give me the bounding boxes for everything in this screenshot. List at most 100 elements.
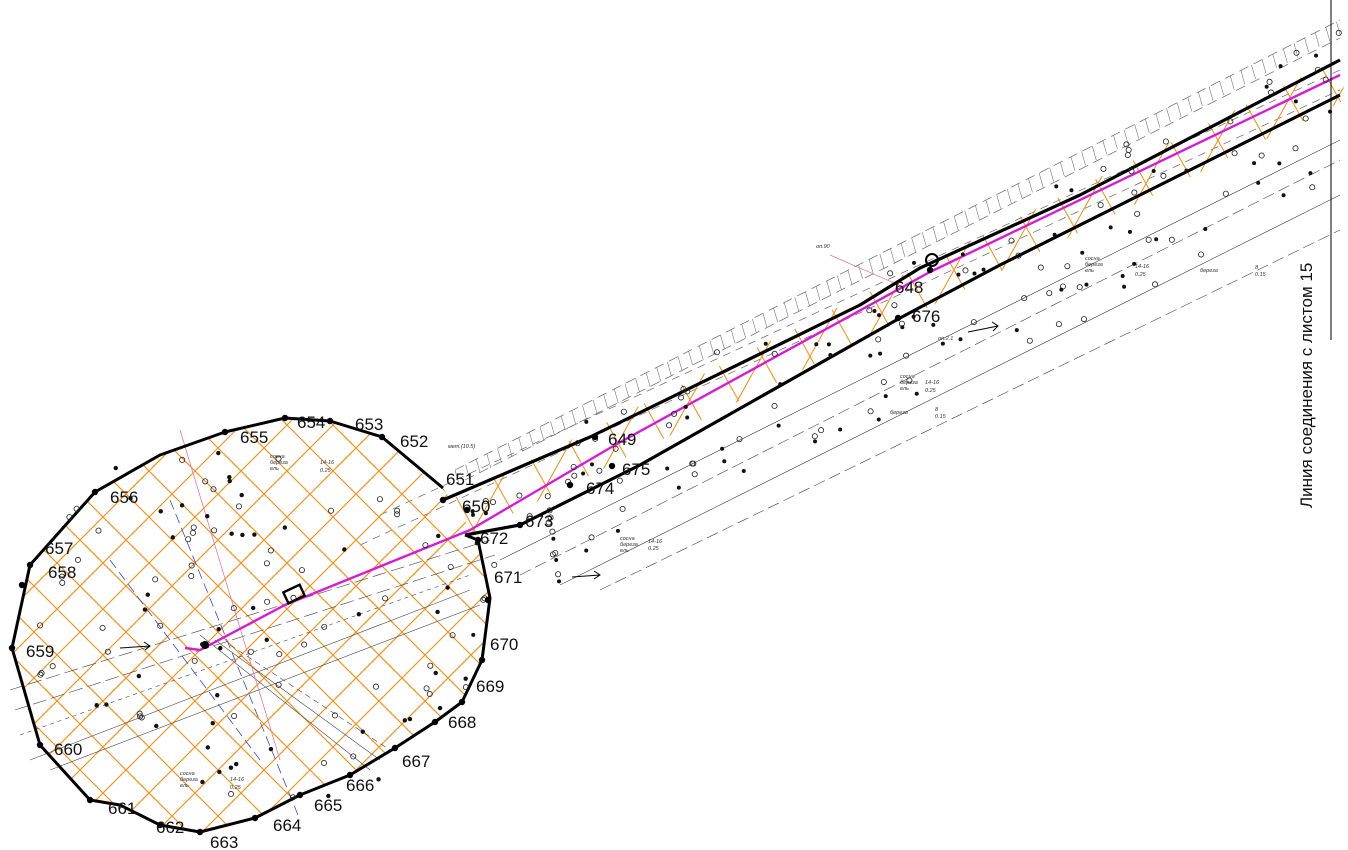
point-label-669: 669 bbox=[476, 677, 504, 696]
grid-line bbox=[506, 0, 1348, 850]
tree-symbol bbox=[1231, 150, 1238, 157]
tree-symbol bbox=[981, 267, 986, 272]
grid-line bbox=[1331, 58, 1345, 535]
point-label-652: 652 bbox=[400, 432, 428, 451]
slope-tick bbox=[507, 442, 513, 458]
tree-symbol bbox=[867, 408, 874, 415]
tree-symbol bbox=[878, 351, 883, 356]
vertex-dot bbox=[36, 741, 44, 749]
tree-symbol bbox=[1132, 261, 1137, 266]
slope-tick bbox=[826, 280, 831, 296]
grid-line bbox=[736, 0, 1348, 850]
tree-symbol bbox=[720, 446, 725, 451]
grid-line bbox=[413, 418, 490, 832]
svg-text:сосна: сосна bbox=[620, 536, 635, 542]
tree-symbol bbox=[1278, 64, 1283, 69]
grid-line bbox=[12, 418, 23, 832]
grid-line bbox=[413, 418, 490, 832]
tree-symbol bbox=[427, 662, 434, 669]
grid-line bbox=[644, 0, 1348, 850]
tree-symbol bbox=[1021, 295, 1028, 302]
tree-symbol bbox=[1122, 284, 1127, 289]
tree-symbol bbox=[931, 322, 936, 327]
tree-symbol bbox=[883, 394, 888, 399]
grid-line bbox=[12, 418, 391, 832]
tree-symbol bbox=[145, 592, 150, 597]
tree-symbol bbox=[972, 271, 977, 276]
tree-symbol bbox=[372, 683, 379, 690]
tree-symbol bbox=[1314, 66, 1321, 73]
svg-text:14-16: 14-16 bbox=[230, 777, 245, 783]
direction-arrows bbox=[119, 321, 999, 651]
grid-line bbox=[611, 58, 913, 535]
tree-symbol bbox=[666, 422, 673, 429]
slope-tick bbox=[475, 459, 481, 474]
tree-symbol bbox=[320, 760, 327, 767]
svg-text:ель: ель bbox=[1085, 268, 1094, 274]
grid-line bbox=[459, 418, 490, 832]
tree-symbol bbox=[179, 456, 186, 463]
tree-symbol bbox=[205, 514, 210, 519]
tree-symbol bbox=[449, 632, 456, 639]
grid-line bbox=[755, 58, 1057, 535]
grid-line bbox=[899, 58, 1201, 535]
vertex-dot bbox=[221, 428, 229, 436]
tree-symbol bbox=[185, 536, 192, 543]
point-label-675: 675 bbox=[622, 460, 650, 479]
grid-line bbox=[367, 418, 490, 832]
tree-symbol bbox=[741, 468, 746, 473]
grid-line bbox=[0, 0, 192, 540]
tree-symbol bbox=[136, 710, 143, 717]
slope-tick bbox=[985, 199, 991, 215]
slope-tick bbox=[752, 318, 757, 333]
slope-tick bbox=[1113, 135, 1118, 150]
tree-symbol bbox=[1064, 263, 1071, 270]
tree-symbol bbox=[445, 585, 450, 590]
tree-symbol bbox=[911, 314, 916, 319]
tree-symbol bbox=[393, 511, 400, 518]
tree-symbol bbox=[581, 471, 586, 476]
svg-text:ель: ель bbox=[180, 783, 189, 789]
slope-tick bbox=[1081, 151, 1086, 166]
grid-line bbox=[440, 58, 673, 535]
point-label-655: 655 bbox=[240, 428, 268, 447]
grid-line bbox=[84, 0, 384, 540]
slope-tick bbox=[688, 351, 693, 366]
tree-symbol bbox=[113, 465, 118, 471]
tree-symbol bbox=[491, 561, 498, 568]
tree-symbol bbox=[188, 562, 195, 569]
tree-symbol bbox=[402, 718, 407, 723]
grid-line bbox=[440, 58, 721, 535]
vertex-dot bbox=[196, 828, 204, 836]
grid-line bbox=[36, 0, 336, 540]
svg-text:0.25: 0.25 bbox=[1135, 272, 1147, 278]
tree-symbol bbox=[462, 684, 469, 691]
vertex-dot bbox=[8, 644, 16, 652]
point-label-672: 672 bbox=[480, 529, 508, 548]
tree-symbol bbox=[1160, 172, 1167, 179]
tree-symbol bbox=[771, 350, 778, 357]
slope-tick bbox=[1017, 183, 1023, 198]
slope-tick bbox=[911, 237, 916, 252]
svg-text:0.15: 0.15 bbox=[1255, 272, 1267, 278]
grid-line bbox=[0, 0, 48, 540]
point-label-654: 654 bbox=[297, 413, 325, 432]
slope-tick bbox=[677, 356, 683, 371]
tree-symbol bbox=[437, 705, 443, 711]
tree-symbol bbox=[776, 423, 781, 428]
tree-symbol bbox=[1080, 250, 1085, 255]
tree-symbol bbox=[350, 753, 357, 760]
grid-line bbox=[1331, 58, 1345, 535]
tree-symbol bbox=[331, 712, 338, 719]
grid-line bbox=[440, 58, 481, 535]
slope-tick bbox=[1038, 172, 1044, 188]
tree-symbol bbox=[1124, 152, 1131, 159]
tree-symbol bbox=[549, 528, 556, 535]
svg-text:ель: ель bbox=[900, 386, 909, 392]
tree-symbol bbox=[154, 723, 159, 729]
tree-symbol bbox=[1084, 282, 1089, 287]
tree-symbol bbox=[1293, 99, 1298, 104]
tree-symbol bbox=[215, 692, 220, 698]
grid-line bbox=[12, 418, 490, 832]
